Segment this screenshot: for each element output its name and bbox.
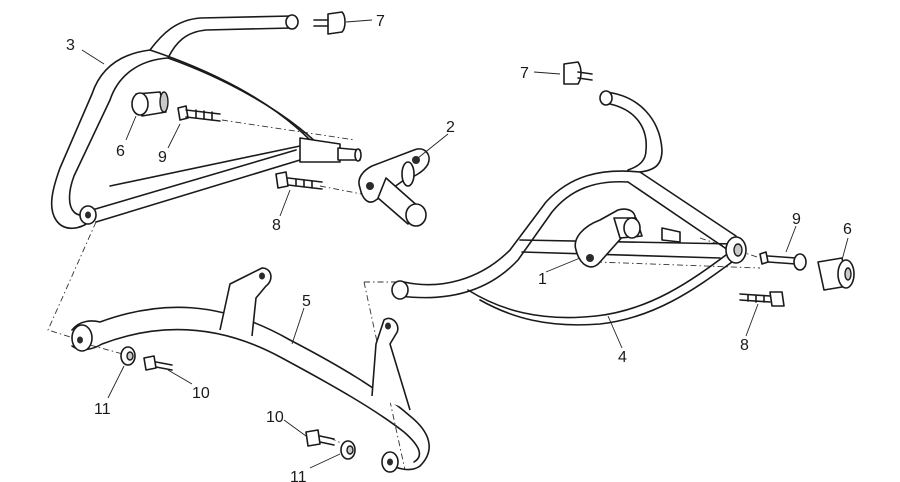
leader-lines [81, 19, 849, 469]
callout-7-top-left: 7 [376, 13, 385, 30]
callout-3: 3 [66, 37, 75, 54]
callout-6-left: 6 [116, 143, 125, 160]
callout-11-left: 11 [94, 401, 111, 418]
right-crash-bar [391, 90, 747, 326]
callout-labels: 7 3 6 9 2 8 7 9 6 1 4 8 5 10 11 10 11 [66, 13, 852, 482]
right-bracket-plate [574, 208, 681, 268]
left-upper-crash-bar [50, 14, 362, 230]
right-top-end-cap [563, 61, 593, 85]
callout-10-left: 10 [192, 385, 210, 402]
right-spacer-bush [817, 257, 855, 291]
lower-connecting-bar [71, 267, 430, 473]
callout-9-right: 9 [792, 211, 801, 228]
right-bolt [759, 251, 807, 271]
callout-9-left: 9 [158, 149, 167, 166]
lower-bolts-washers [120, 346, 356, 460]
left-lower-bolt [275, 171, 323, 190]
callout-8-right: 8 [740, 337, 749, 354]
callout-2: 2 [446, 119, 455, 136]
callout-1: 1 [538, 271, 547, 288]
top-end-cap [313, 11, 346, 35]
callout-7-right: 7 [520, 65, 529, 82]
left-spacer-bush [131, 91, 169, 117]
callout-6-right: 6 [843, 221, 852, 238]
left-bolt [177, 105, 221, 122]
callout-4: 4 [618, 349, 627, 366]
right-lower-bolt [739, 291, 785, 307]
callout-10-bottom: 10 [266, 409, 284, 426]
callout-8-left: 8 [272, 217, 281, 234]
callout-5: 5 [302, 293, 311, 310]
mounting-bracket [358, 148, 430, 227]
callout-11-bottom: 11 [290, 469, 307, 482]
